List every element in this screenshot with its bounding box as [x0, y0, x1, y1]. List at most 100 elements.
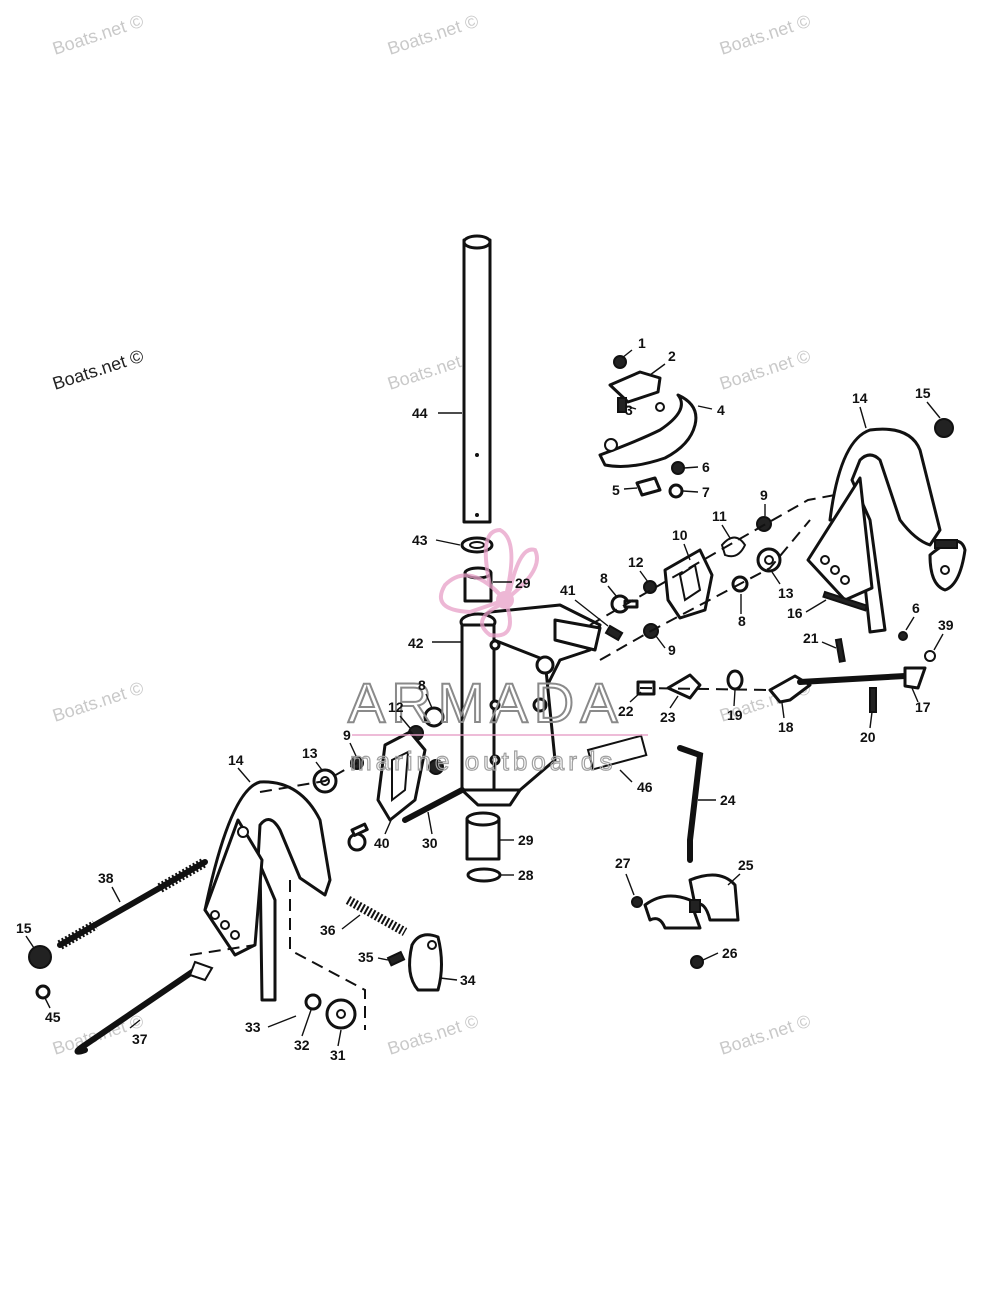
- part-label: 17: [915, 699, 931, 715]
- bolt-8-lower: [347, 832, 367, 852]
- part-label: 46: [637, 779, 653, 795]
- part-label: 29: [515, 575, 531, 591]
- part-label: 11: [712, 508, 727, 524]
- nut-15-right: [934, 418, 954, 438]
- part-label: 29: [518, 832, 534, 848]
- part-label: 33: [245, 1019, 261, 1035]
- nut-15-left: [28, 945, 52, 969]
- part-label: 39: [938, 617, 954, 633]
- steering-arm-4: [598, 393, 698, 468]
- brand-name: ARMADA: [348, 671, 624, 734]
- alignment-lines: [189, 494, 836, 1030]
- part-label: 6: [702, 459, 710, 475]
- part-label: 27: [615, 855, 631, 871]
- part-label: 31: [330, 1047, 346, 1063]
- nut-45: [35, 984, 51, 1000]
- bolt-32: [304, 993, 322, 1011]
- watermark: Boats.net ©: [717, 1011, 813, 1059]
- watermark: Boats.net ©: [385, 11, 481, 59]
- clip-5: [635, 476, 662, 497]
- washer-6-right: [898, 631, 908, 641]
- part-label: 15: [915, 385, 931, 401]
- brand-tagline: marine outboards: [350, 746, 616, 776]
- pin-35: [386, 950, 406, 967]
- part-label: 36: [320, 922, 336, 938]
- clamp-screw-38: [57, 857, 208, 950]
- part-label: 40: [374, 835, 390, 851]
- part-label: 15: [16, 920, 32, 936]
- swivel-tube-44: [438, 234, 492, 524]
- part-label: 34: [460, 972, 476, 988]
- part-label: 13: [778, 585, 794, 601]
- spring-11: [720, 536, 747, 558]
- part-label: 10: [672, 527, 688, 543]
- watermark: Boats.net ©: [50, 678, 146, 726]
- part-label: 2: [668, 348, 676, 364]
- screw-16: [822, 590, 869, 612]
- lever-34: [408, 933, 443, 992]
- part-label: 4: [717, 402, 725, 418]
- part-label: 32: [294, 1037, 310, 1053]
- part-label: 25: [738, 857, 754, 873]
- part-label: 14: [852, 390, 868, 406]
- part-label: 9: [760, 487, 768, 503]
- washer-19: [726, 669, 744, 691]
- part-label: 13: [302, 745, 318, 761]
- part-label: 12: [388, 699, 404, 715]
- part-label: 42: [408, 635, 424, 651]
- pin-20: [869, 687, 877, 713]
- watermark: Boats.net ©: [717, 346, 813, 394]
- pin-30: [402, 787, 465, 823]
- cotter-39: [924, 650, 936, 662]
- link-23: [666, 673, 702, 700]
- stern-bracket-14-left: [203, 780, 332, 1002]
- reverse-lock-10: [663, 548, 714, 620]
- part-label: 43: [412, 532, 428, 548]
- spring-41: [604, 624, 624, 642]
- part-label: 38: [98, 870, 114, 886]
- rod-24: [677, 745, 704, 863]
- reverse-lock-40: [376, 730, 427, 822]
- part-label: 12: [628, 554, 644, 570]
- clamp-25: [643, 873, 740, 930]
- part-label: 23: [660, 709, 676, 725]
- part-label: 14: [228, 752, 244, 768]
- part-label: 37: [132, 1031, 148, 1047]
- propeller-logo: [438, 527, 539, 638]
- bushing-29-lower: [465, 811, 501, 861]
- o-ring-28: [466, 867, 502, 883]
- screw-7: [668, 483, 684, 499]
- part-label: 9: [343, 727, 351, 743]
- stud-36: [345, 896, 408, 936]
- part-label: 8: [418, 677, 426, 693]
- part-label: 7: [702, 484, 710, 500]
- tilt-pin-37: [74, 965, 201, 1055]
- part-label: 21: [803, 630, 819, 646]
- part-label: 30: [422, 835, 438, 851]
- nut-1: [613, 355, 627, 369]
- screw-3: [617, 397, 627, 413]
- nut-6: [671, 461, 685, 475]
- tilt-rod-17: [797, 673, 908, 685]
- screw-27: [631, 896, 643, 908]
- part-label: 9: [668, 642, 676, 658]
- part-label: 20: [860, 729, 876, 745]
- part-label: 28: [518, 867, 534, 883]
- swivel-bracket-42: [459, 603, 602, 807]
- decal-46: [586, 734, 648, 771]
- part-label: 41: [560, 582, 576, 598]
- part-label: 44: [412, 405, 428, 421]
- part-label: 5: [612, 482, 620, 498]
- bolt-8-left: [423, 706, 445, 728]
- watermark: Boats.net ©: [50, 346, 146, 394]
- watermark: Boats.net ©: [385, 1011, 481, 1059]
- watermark: Boats.net ©: [50, 11, 146, 59]
- part-label: 35: [358, 949, 374, 965]
- part-labels: 1 2 3 4 5 6 7 8 9 10 11 12 13 14 15 16 1…: [16, 335, 954, 1063]
- part-label: 16: [787, 605, 803, 621]
- part-label: 8: [600, 570, 608, 586]
- washer-9-left2: [428, 759, 444, 775]
- nut-26: [690, 955, 704, 969]
